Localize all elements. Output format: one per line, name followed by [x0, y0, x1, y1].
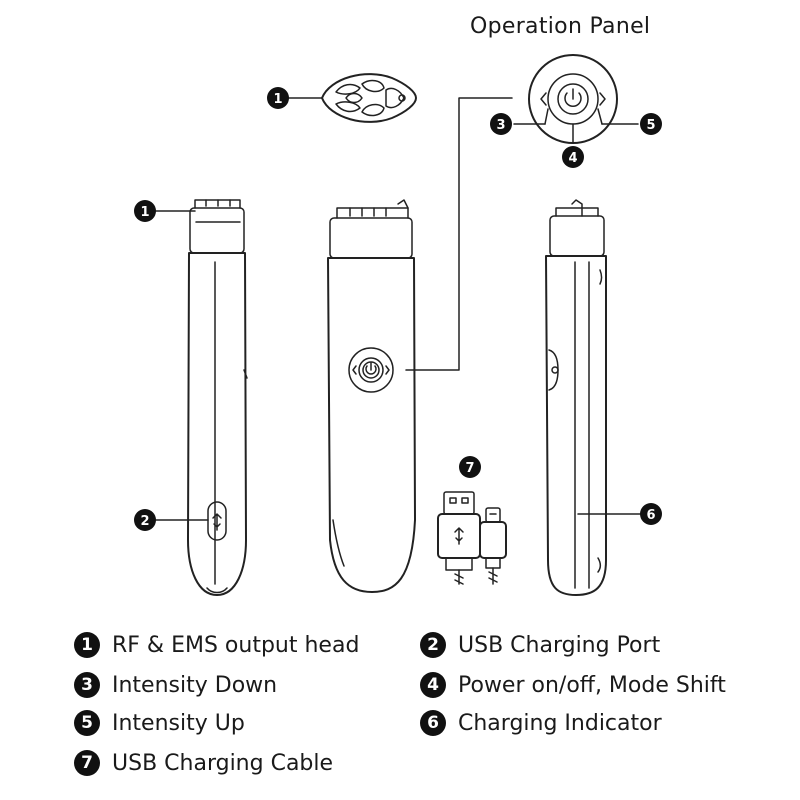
number-badge: 7 [74, 750, 100, 776]
callout-3: 3 [490, 113, 512, 135]
number-badge: 4 [420, 672, 446, 698]
number-badge: 2 [420, 632, 446, 658]
legend-label: Intensity Down [112, 672, 278, 698]
legend-item-intensity-up: 5 Intensity Up [74, 710, 245, 736]
svg-text:6: 6 [646, 508, 655, 523]
device-side-view-left [187, 199, 248, 596]
operation-panel-title: Operation Panel [470, 14, 651, 39]
usb-charging-cable [437, 491, 507, 585]
svg-text:1: 1 [140, 205, 149, 220]
electrode-head-top-view [321, 73, 417, 123]
number-badge: 3 [74, 672, 100, 698]
callout-6: 6 [640, 503, 662, 525]
svg-text:1: 1 [273, 92, 282, 107]
device-side-view-right [545, 199, 641, 596]
svg-text:5: 5 [646, 118, 655, 133]
callout-1-head: 1 [134, 200, 156, 222]
operation-panel-zoom [405, 54, 639, 371]
device-front-view [327, 199, 416, 593]
legend-label: RF & EMS output head [112, 632, 360, 658]
legend-label: USB Charging Port [458, 632, 661, 658]
callout-2: 2 [134, 509, 156, 531]
legend-label: Intensity Up [112, 710, 245, 736]
legend-item-usb-port: 2 USB Charging Port [420, 632, 660, 658]
legend-label: Charging Indicator [458, 710, 662, 736]
legend-item-intensity-down: 3 Intensity Down [74, 672, 277, 698]
number-badge: 1 [74, 632, 100, 658]
legend-item-usb-cable: 7 USB Charging Cable [74, 750, 333, 776]
callout-7: 7 [459, 456, 481, 478]
device-diagram: 1 1 2 3 4 5 6 7 [134, 54, 662, 596]
legend-item-charging-indicator: 6 Charging Indicator [420, 710, 662, 736]
legend-item-power: 4 Power on/off, Mode Shift [420, 672, 726, 698]
svg-text:4: 4 [568, 151, 577, 166]
callout-4: 4 [562, 146, 584, 168]
legend: 1 RF & EMS output head 2 USB Charging Po… [74, 628, 794, 788]
callout-5: 5 [640, 113, 662, 135]
legend-label: USB Charging Cable [112, 750, 334, 776]
number-badge: 5 [74, 710, 100, 736]
legend-label: Power on/off, Mode Shift [458, 672, 726, 698]
number-badge: 6 [420, 710, 446, 736]
svg-text:3: 3 [496, 118, 505, 133]
svg-text:7: 7 [465, 461, 474, 476]
svg-text:2: 2 [140, 514, 149, 529]
callout-1-topview: 1 [267, 87, 289, 109]
legend-item-output-head: 1 RF & EMS output head [74, 632, 359, 658]
